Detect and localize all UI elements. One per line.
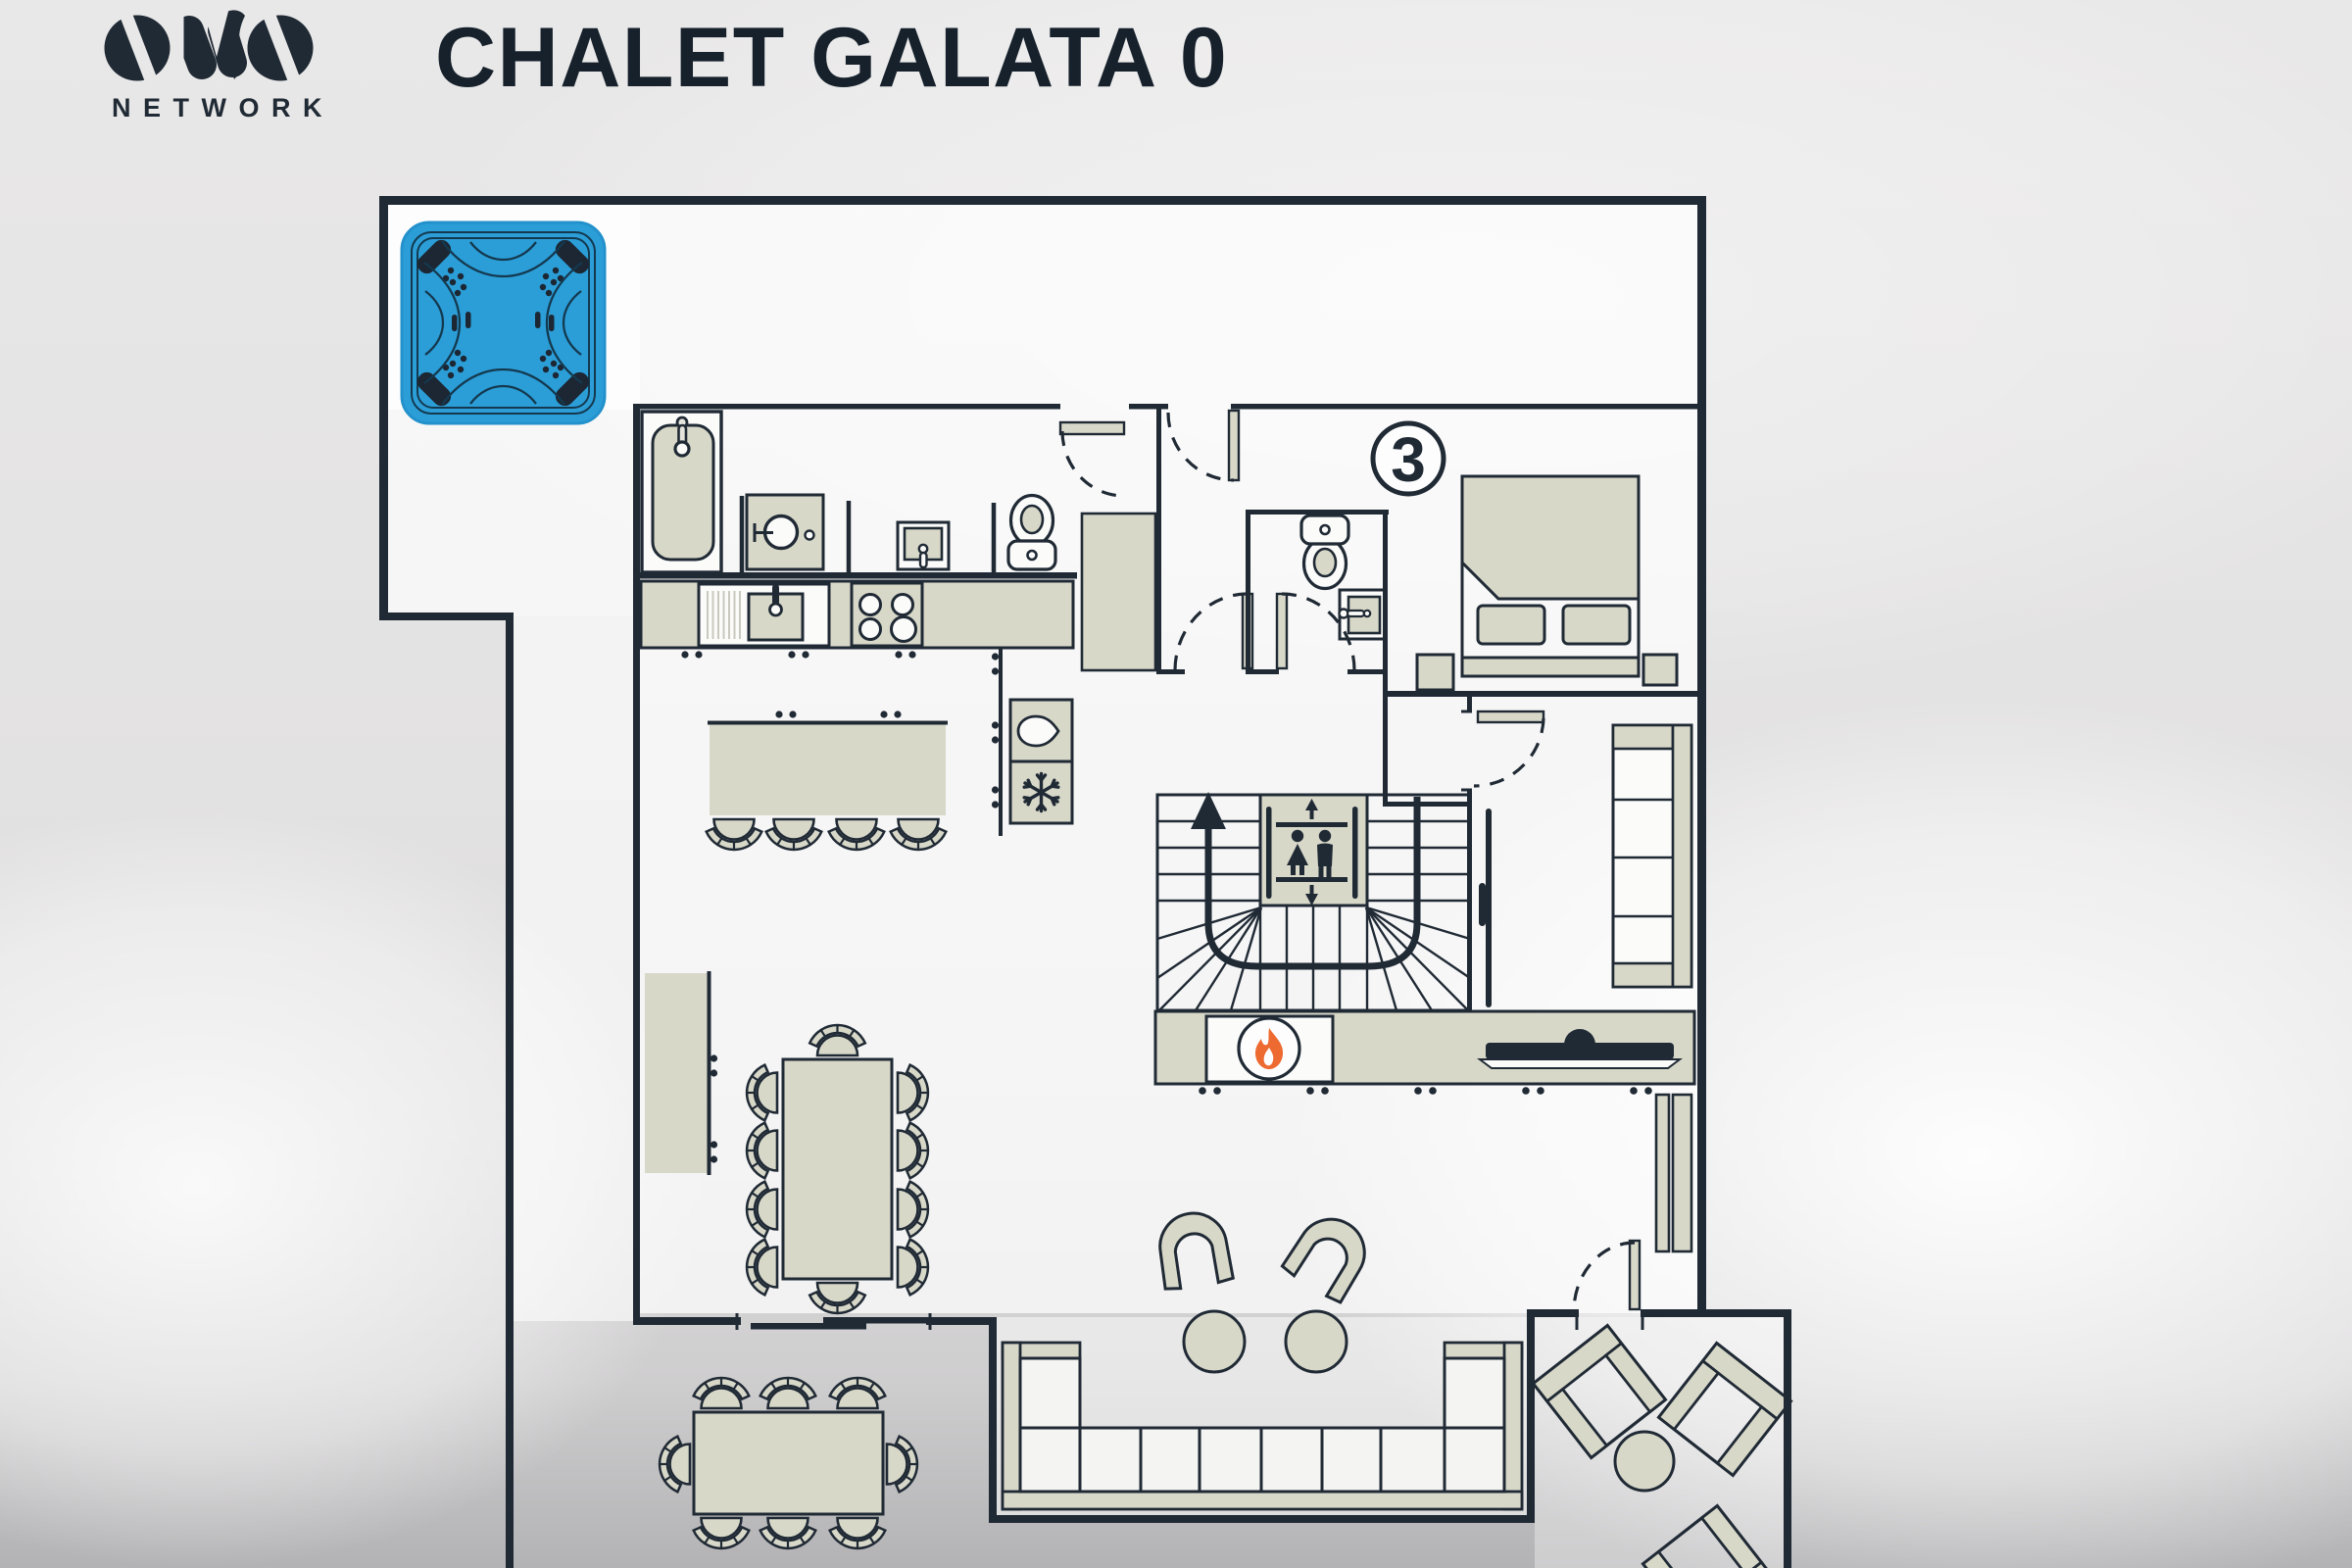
svg-text:3: 3	[1391, 424, 1426, 495]
svg-text:NETWORK: NETWORK	[112, 93, 334, 122]
svg-text:CHALET GALATA 0: CHALET GALATA 0	[435, 11, 1228, 105]
